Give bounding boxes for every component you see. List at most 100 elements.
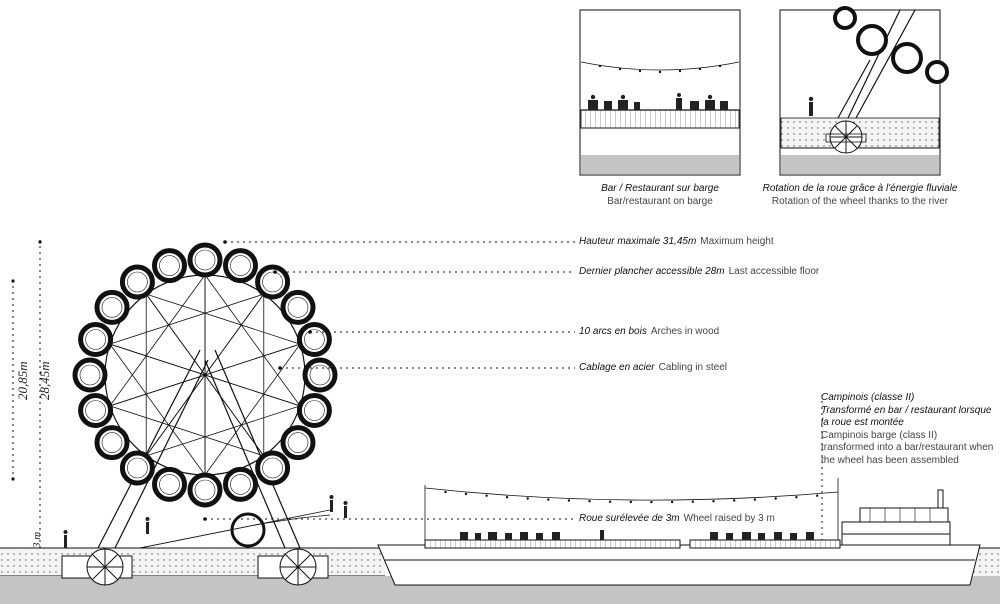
annotation-last-floor-en: Last accessible floor (728, 266, 820, 277)
cabin-inner (79, 364, 101, 386)
cabin (296, 393, 332, 428)
light-bulb (547, 498, 550, 501)
inset-1-caption: Bar / Restaurant sur barge Bar/restauran… (580, 182, 740, 208)
paddle-wheel-right (257, 548, 329, 586)
light-bulb (795, 496, 798, 499)
barge-note-fr-3: la roue est montée (821, 417, 904, 428)
cabin (296, 322, 332, 357)
cabin-inner (85, 400, 106, 421)
light-bulbs (444, 490, 819, 504)
light-bulb (485, 494, 488, 497)
wheel-cabins (72, 242, 338, 508)
barge-cabin (841, 489, 951, 546)
barge-note-fr-2: Transformé en bar / restaurant lorsque (821, 404, 992, 416)
cabin (94, 289, 130, 325)
cabin-inner (85, 329, 106, 350)
inset-2-caption-en: Rotation of the wheel thanks to the rive… (771, 196, 949, 207)
cable (109, 343, 206, 476)
cabin-inner (304, 400, 325, 421)
wheel-supports (97, 349, 301, 549)
inset-wheel-rotation (779, 6, 949, 176)
barge-note-en-3: the wheel has been assembled (821, 454, 959, 466)
cabin (223, 248, 258, 284)
inset-1-barge-deck (580, 109, 740, 129)
light-bulb (753, 498, 757, 501)
light-bulb (670, 500, 674, 504)
inset-1-caption-fr: Bar / Restaurant sur barge (601, 183, 719, 194)
cabin-inner (194, 249, 216, 271)
cabin (152, 248, 187, 284)
inset-2-water (781, 155, 939, 174)
cabin (255, 264, 291, 300)
annotation-arches-en: Arches in wood (650, 326, 720, 337)
cabin (152, 466, 187, 502)
people-quay (63, 495, 348, 548)
cable (109, 405, 264, 457)
annotation-last-floor-fr: Dernier plancher accessible 28m (579, 266, 725, 277)
cabin-inner (159, 474, 180, 495)
cable (146, 405, 301, 457)
annotation-cabling-en: Cabling in steel (658, 362, 727, 373)
cabin (302, 357, 338, 393)
annotation-wheel-raised-fr: Roue surélevée de 3m (579, 513, 680, 524)
wheel-cabling (109, 274, 301, 476)
cabin-inner (194, 479, 216, 501)
cabin (94, 425, 130, 461)
cabin (187, 242, 223, 278)
light-bulb (691, 500, 694, 503)
dimension-inner-height: 20,85m (15, 361, 30, 400)
annotation-max-height-en: Maximum height (700, 236, 774, 247)
dimension-outer-height: 28,45m (37, 361, 52, 400)
leader-lines (205, 241, 823, 540)
light-bulb (816, 494, 819, 497)
inset-2-paddle-wheel (829, 120, 863, 154)
cabin (78, 393, 114, 428)
barge (377, 539, 981, 586)
cable (204, 343, 301, 476)
cabin (187, 472, 223, 508)
cabin-inner (287, 297, 309, 318)
annotation-cabling-fr: Cablage en acier (579, 362, 655, 373)
cabin-inner (262, 457, 283, 479)
cabin (280, 425, 316, 461)
barge-diners (460, 530, 814, 540)
barge-note-en-1: Campinois barge (class II) (821, 429, 938, 441)
cabin-inner (101, 297, 123, 318)
cabin (119, 450, 155, 486)
cabin (119, 264, 155, 300)
paddle-wheel-left (61, 548, 133, 586)
cabin (280, 289, 316, 325)
barge-note-fr-1: Campinois (classe II) (821, 392, 915, 403)
cabin-inner (262, 271, 283, 293)
annotation-wheel-raised-en: Wheel raised by 3 m (683, 513, 775, 524)
light-bulb (444, 490, 447, 494)
light-bulb (567, 499, 571, 502)
cabin-inner (309, 364, 331, 386)
light-bulb (629, 500, 632, 504)
cable (109, 274, 206, 407)
cabin-inner (127, 457, 148, 479)
light-bulb (650, 500, 653, 504)
cabin-inner (230, 474, 251, 495)
light-bulb (774, 497, 777, 500)
barge-note-en-2: transformed into a bar/restaurant when (821, 442, 994, 453)
cabin-inner (159, 255, 180, 276)
cable (145, 293, 265, 457)
cabin-inner (230, 255, 251, 276)
inset-1-caption-en: Bar/restaurant on barge (607, 196, 713, 207)
string-lights (424, 478, 839, 540)
inset-2-caption-fr: Rotation de la roue grâce à l'énergie fl… (762, 183, 958, 194)
cabin-inner (287, 432, 309, 453)
inset-1-water (581, 155, 739, 174)
cabin-inner (304, 329, 325, 350)
inset-2-caption: Rotation de la roue grâce à l'énergie fl… (745, 182, 975, 208)
inset-bar-on-barge (579, 9, 741, 176)
cable (109, 293, 264, 345)
light-bulb (588, 500, 591, 503)
light-bulb (608, 500, 612, 503)
light-bulb (733, 499, 736, 502)
